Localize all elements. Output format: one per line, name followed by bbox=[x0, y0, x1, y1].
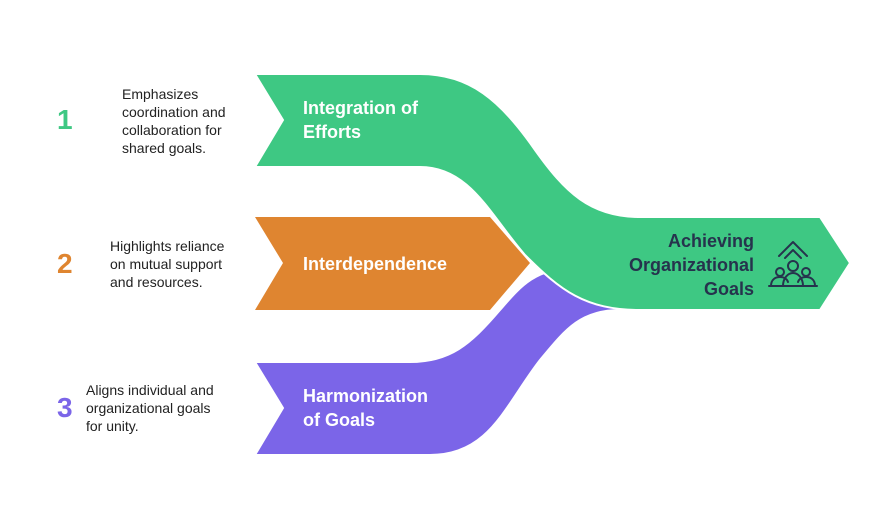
step-number-3: 3 bbox=[57, 392, 73, 423]
harmonization-band bbox=[253, 267, 641, 456]
step-description-1: Emphasizes coordination and collaboratio… bbox=[122, 86, 226, 156]
goal-label: Achieving Organizational Goals bbox=[628, 231, 754, 299]
step-number-2: 2 bbox=[57, 248, 73, 279]
interdependence-band bbox=[255, 217, 530, 310]
step-description-3: Aligns individual and organizational goa… bbox=[86, 382, 214, 434]
integration-label: Integration of Efforts bbox=[303, 98, 418, 142]
harmonization-label: Harmonization of Goals bbox=[303, 386, 429, 430]
step-number-1: 1 bbox=[57, 104, 73, 135]
team-growth-icon bbox=[768, 241, 818, 287]
integration-band bbox=[253, 73, 852, 311]
interdependence-label: Interdependence bbox=[303, 254, 448, 274]
step-description-2: Highlights reliance on mutual support an… bbox=[110, 238, 225, 290]
